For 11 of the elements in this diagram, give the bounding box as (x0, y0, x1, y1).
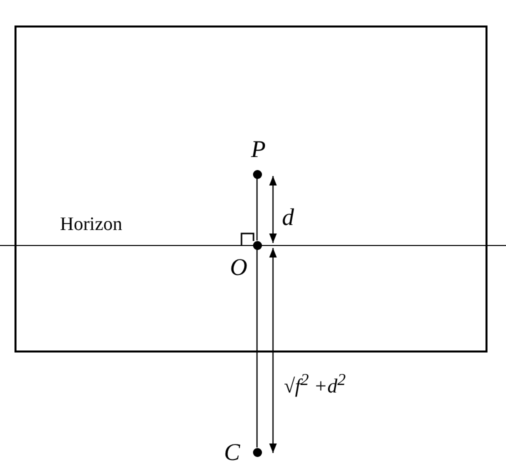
horizon-label: Horizon (60, 215, 122, 234)
point-label: O (230, 256, 248, 280)
point-dot (252, 448, 262, 456)
connector-line (256, 250, 258, 448)
dimension-label: √f$^{2}$ +d$^{2}$ (284, 372, 346, 397)
point-label: C (224, 441, 240, 464)
point-dot (252, 170, 262, 178)
point-dot (252, 240, 262, 250)
connector-line (256, 178, 258, 240)
dimension-label: d (282, 206, 294, 230)
point-label: P (251, 138, 266, 162)
